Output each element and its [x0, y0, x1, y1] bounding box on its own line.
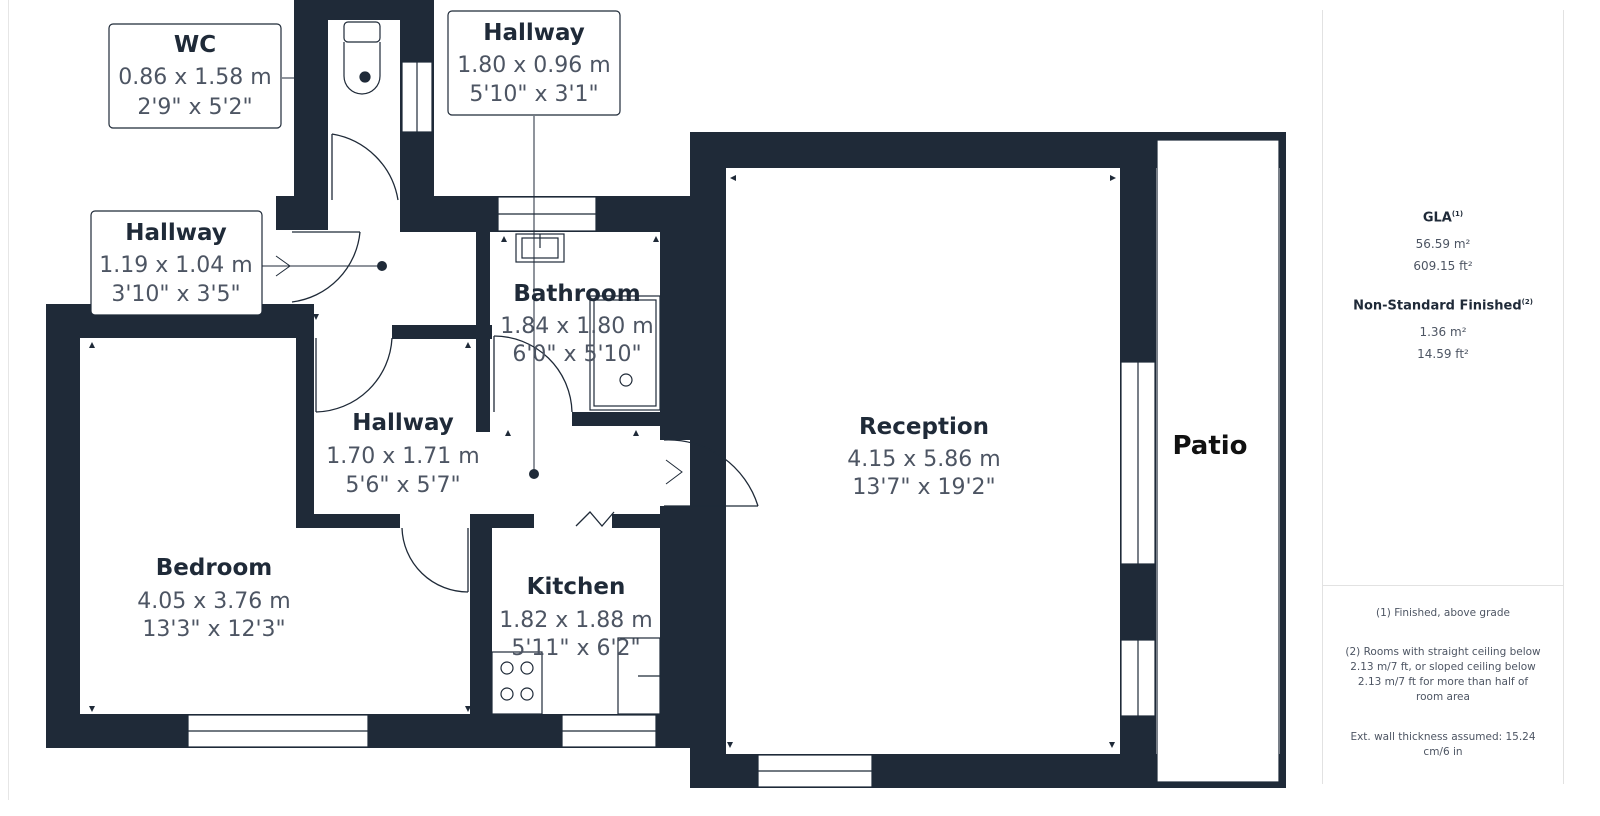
hallway-entry-imperial: 3'10" x 3'5" — [111, 282, 240, 307]
hallway-entry-metric: 1.19 x 1.04 m — [99, 253, 252, 278]
floor-plan: WC 0.86 x 1.58 m 2'9" x 5'2" Hallway 1.8… — [46, 0, 1286, 788]
gla-heading: GLA(1) — [1323, 210, 1563, 225]
gla-ft2: 609.15 ft² — [1413, 259, 1473, 273]
reception-metric: 4.15 x 5.86 m — [847, 447, 1000, 472]
wc-label-box — [108, 23, 282, 129]
patio-title: Patio — [1172, 431, 1247, 461]
fixtures — [343, 21, 661, 715]
area-summary: GLA(1) 56.59 m² 609.15 ft² Non-Standard … — [1323, 10, 1563, 586]
bedroom-imperial: 13'3" x 12'3" — [142, 617, 285, 642]
nsf-heading: Non-Standard Finished(2) — [1323, 298, 1563, 313]
bathroom-title: Bathroom — [513, 281, 640, 307]
nsf-footnote-ref: (2) — [1521, 298, 1533, 306]
wc-metric: 0.86 x 1.58 m — [118, 65, 271, 90]
reception-imperial: 13'7" x 19'2" — [852, 475, 995, 500]
frame-border — [8, 0, 9, 800]
leader-lines — [262, 77, 683, 485]
nsf-ft2: 14.59 ft² — [1417, 347, 1469, 361]
bathroom-metric: 1.84 x 1.80 m — [500, 314, 653, 339]
kitchen-title: Kitchen — [527, 574, 626, 600]
bedroom-title: Bedroom — [156, 555, 273, 581]
patio-area — [1156, 139, 1280, 783]
hallway-entry-label-box — [90, 210, 263, 316]
doors — [291, 133, 759, 593]
hallway-mid-title: Hallway — [352, 410, 454, 436]
label-boxes — [90, 10, 621, 316]
kitchen-imperial: 5'11" x 6'2" — [511, 636, 640, 661]
room-labels: WC 0.86 x 1.58 m 2'9" x 5'2" Hallway 1.8… — [99, 20, 1247, 661]
hallway-mid-metric: 1.70 x 1.71 m — [326, 444, 479, 469]
gla-footnote-ref: (1) — [1451, 210, 1464, 218]
corner-markers — [89, 175, 1116, 748]
footnote-3: Ext. wall thickness assumed: 15.24 cm/6 … — [1350, 731, 1536, 758]
footnote-1: (1) Finished, above grade — [1376, 607, 1510, 619]
bathroom-imperial: 6'0" x 5'10" — [512, 342, 641, 367]
wc-imperial: 2'9" x 5'2" — [137, 95, 252, 120]
nsf-label: Non-Standard Finished — [1353, 298, 1522, 314]
footnote-2: (2) Rooms with straight ceiling below 2.… — [1345, 646, 1541, 703]
gla-m2: 56.59 m² — [1415, 237, 1471, 251]
leader-dots — [377, 261, 539, 479]
kitchen-metric: 1.82 x 1.88 m — [499, 608, 652, 633]
hallway-top-title: Hallway — [483, 20, 585, 46]
summary-panel: GLA(1) 56.59 m² 609.15 ft² Non-Standard … — [1322, 10, 1564, 784]
bedroom-metric: 4.05 x 3.76 m — [137, 589, 290, 614]
hallway-top-imperial: 5'10" x 3'1" — [469, 82, 598, 107]
nsf-m2: 1.36 m² — [1419, 325, 1467, 339]
reception-title: Reception — [859, 414, 989, 440]
hallway-top-metric: 1.80 x 0.96 m — [457, 53, 610, 78]
hallway-entry-title: Hallway — [125, 220, 227, 246]
hallway-mid-imperial: 5'6" x 5'7" — [345, 473, 460, 498]
gla-label: GLA — [1422, 210, 1452, 226]
hallway-top-label-box — [447, 10, 621, 116]
wc-title: WC — [174, 32, 216, 58]
windows — [187, 61, 1156, 788]
